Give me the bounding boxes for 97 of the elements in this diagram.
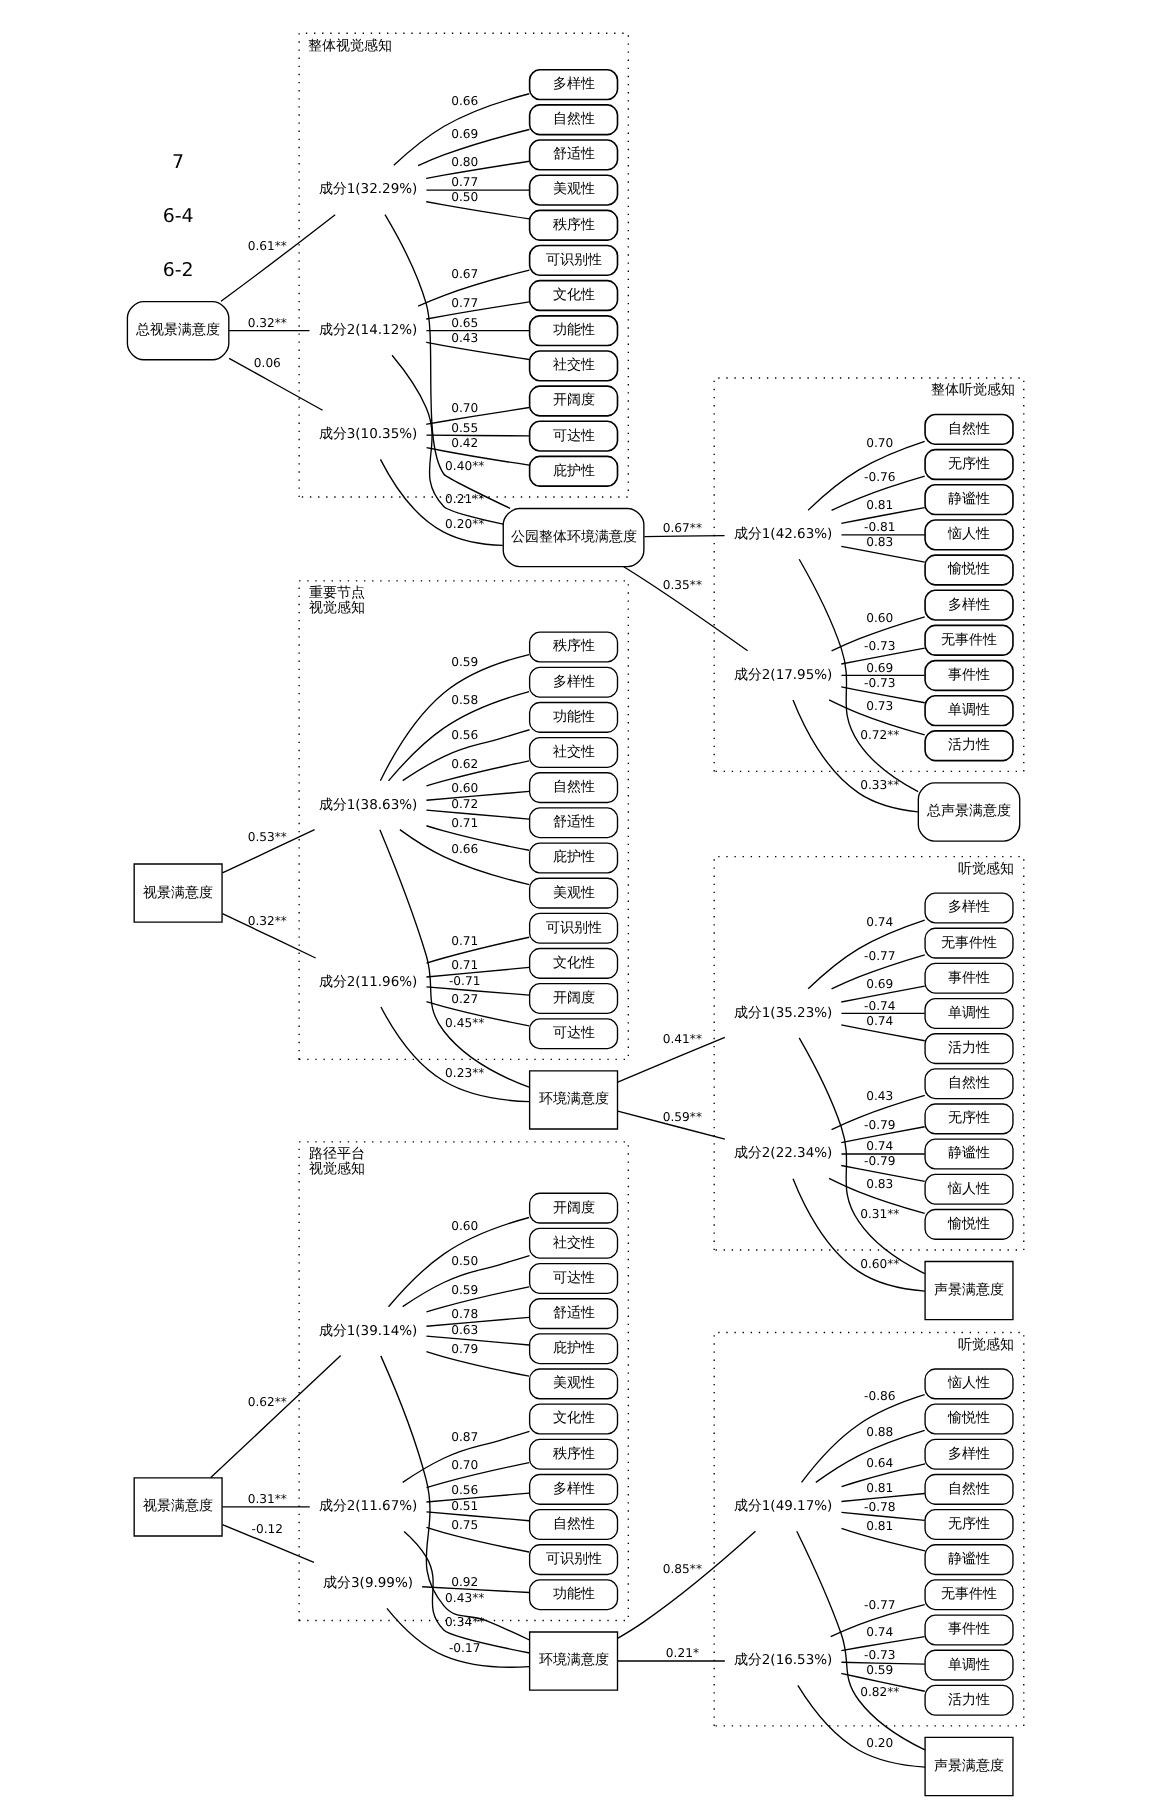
connector xyxy=(616,1110,725,1140)
label: 6-2 xyxy=(161,260,193,283)
connector xyxy=(799,1394,925,1483)
connector xyxy=(386,1216,529,1308)
connector xyxy=(424,790,529,801)
connector xyxy=(424,341,529,361)
connector xyxy=(385,1607,530,1668)
connector xyxy=(791,699,918,813)
connector xyxy=(378,829,529,1088)
connector xyxy=(839,1661,925,1665)
connector xyxy=(839,1463,925,1488)
connector xyxy=(829,1094,925,1131)
connector xyxy=(398,828,529,886)
connector xyxy=(839,1164,925,1182)
connector xyxy=(386,690,529,782)
connector xyxy=(839,1012,925,1015)
connector xyxy=(424,406,530,425)
connector xyxy=(839,1636,925,1652)
connector xyxy=(827,699,925,736)
connector xyxy=(796,1684,925,1768)
connector xyxy=(839,1153,925,1155)
connector xyxy=(227,330,310,332)
connector xyxy=(401,729,530,782)
connector xyxy=(424,189,529,191)
connector xyxy=(390,354,503,525)
connector xyxy=(424,1316,529,1327)
connector xyxy=(402,1530,530,1654)
connector xyxy=(797,558,918,793)
label: 7 xyxy=(171,152,184,175)
connector xyxy=(392,93,529,166)
connector xyxy=(795,1530,925,1751)
connector xyxy=(424,1511,529,1522)
connector xyxy=(220,1523,314,1563)
connector xyxy=(219,214,335,302)
connector xyxy=(424,760,529,787)
connector xyxy=(424,301,529,320)
connector xyxy=(797,1037,925,1275)
connector xyxy=(616,1660,725,1662)
connector xyxy=(615,1530,756,1640)
connector xyxy=(814,1429,925,1483)
connector xyxy=(424,1526,529,1553)
connector xyxy=(424,1461,529,1489)
label: 6-4 xyxy=(161,206,193,229)
connector xyxy=(829,954,925,990)
connector xyxy=(424,330,529,332)
connector xyxy=(839,1024,925,1042)
connector xyxy=(424,1351,529,1377)
connector xyxy=(839,647,925,665)
connector xyxy=(401,1255,530,1308)
connector xyxy=(839,985,925,1003)
connector xyxy=(839,1527,925,1552)
connector xyxy=(839,1672,925,1692)
connector xyxy=(424,986,529,996)
connector xyxy=(839,506,925,525)
connector xyxy=(839,1126,925,1144)
connector xyxy=(839,674,925,677)
connector xyxy=(220,829,315,874)
connector xyxy=(424,1001,529,1027)
connector xyxy=(806,440,925,511)
connector xyxy=(220,912,316,959)
connector xyxy=(401,1430,530,1484)
connector xyxy=(424,434,529,437)
connector xyxy=(829,1603,925,1638)
connector xyxy=(378,458,503,547)
connector xyxy=(839,1511,925,1522)
connector xyxy=(642,534,725,538)
connector xyxy=(839,686,925,704)
connector xyxy=(220,1506,310,1508)
connector xyxy=(829,475,925,512)
connector xyxy=(383,214,510,510)
connector xyxy=(839,534,925,536)
connector xyxy=(227,357,323,411)
connector xyxy=(424,201,529,220)
connector xyxy=(424,1335,529,1346)
connector xyxy=(791,1178,925,1292)
connector xyxy=(424,160,529,180)
connector xyxy=(806,919,925,990)
connector xyxy=(379,1006,530,1103)
connector xyxy=(379,1355,530,1641)
connector xyxy=(424,446,529,466)
connector xyxy=(424,1492,529,1503)
connector xyxy=(622,566,748,652)
connector xyxy=(616,1036,725,1083)
connector xyxy=(839,545,925,563)
connector xyxy=(378,653,529,782)
connector xyxy=(827,1177,925,1215)
connector xyxy=(424,936,529,964)
connector xyxy=(424,966,529,978)
connector xyxy=(424,809,529,820)
connector xyxy=(420,1586,529,1594)
connector xyxy=(209,1354,341,1479)
connector xyxy=(424,825,529,851)
connector xyxy=(829,616,925,652)
connector xyxy=(839,1492,925,1503)
connector xyxy=(416,269,530,307)
connector xyxy=(424,1286,529,1313)
connector xyxy=(416,128,530,167)
